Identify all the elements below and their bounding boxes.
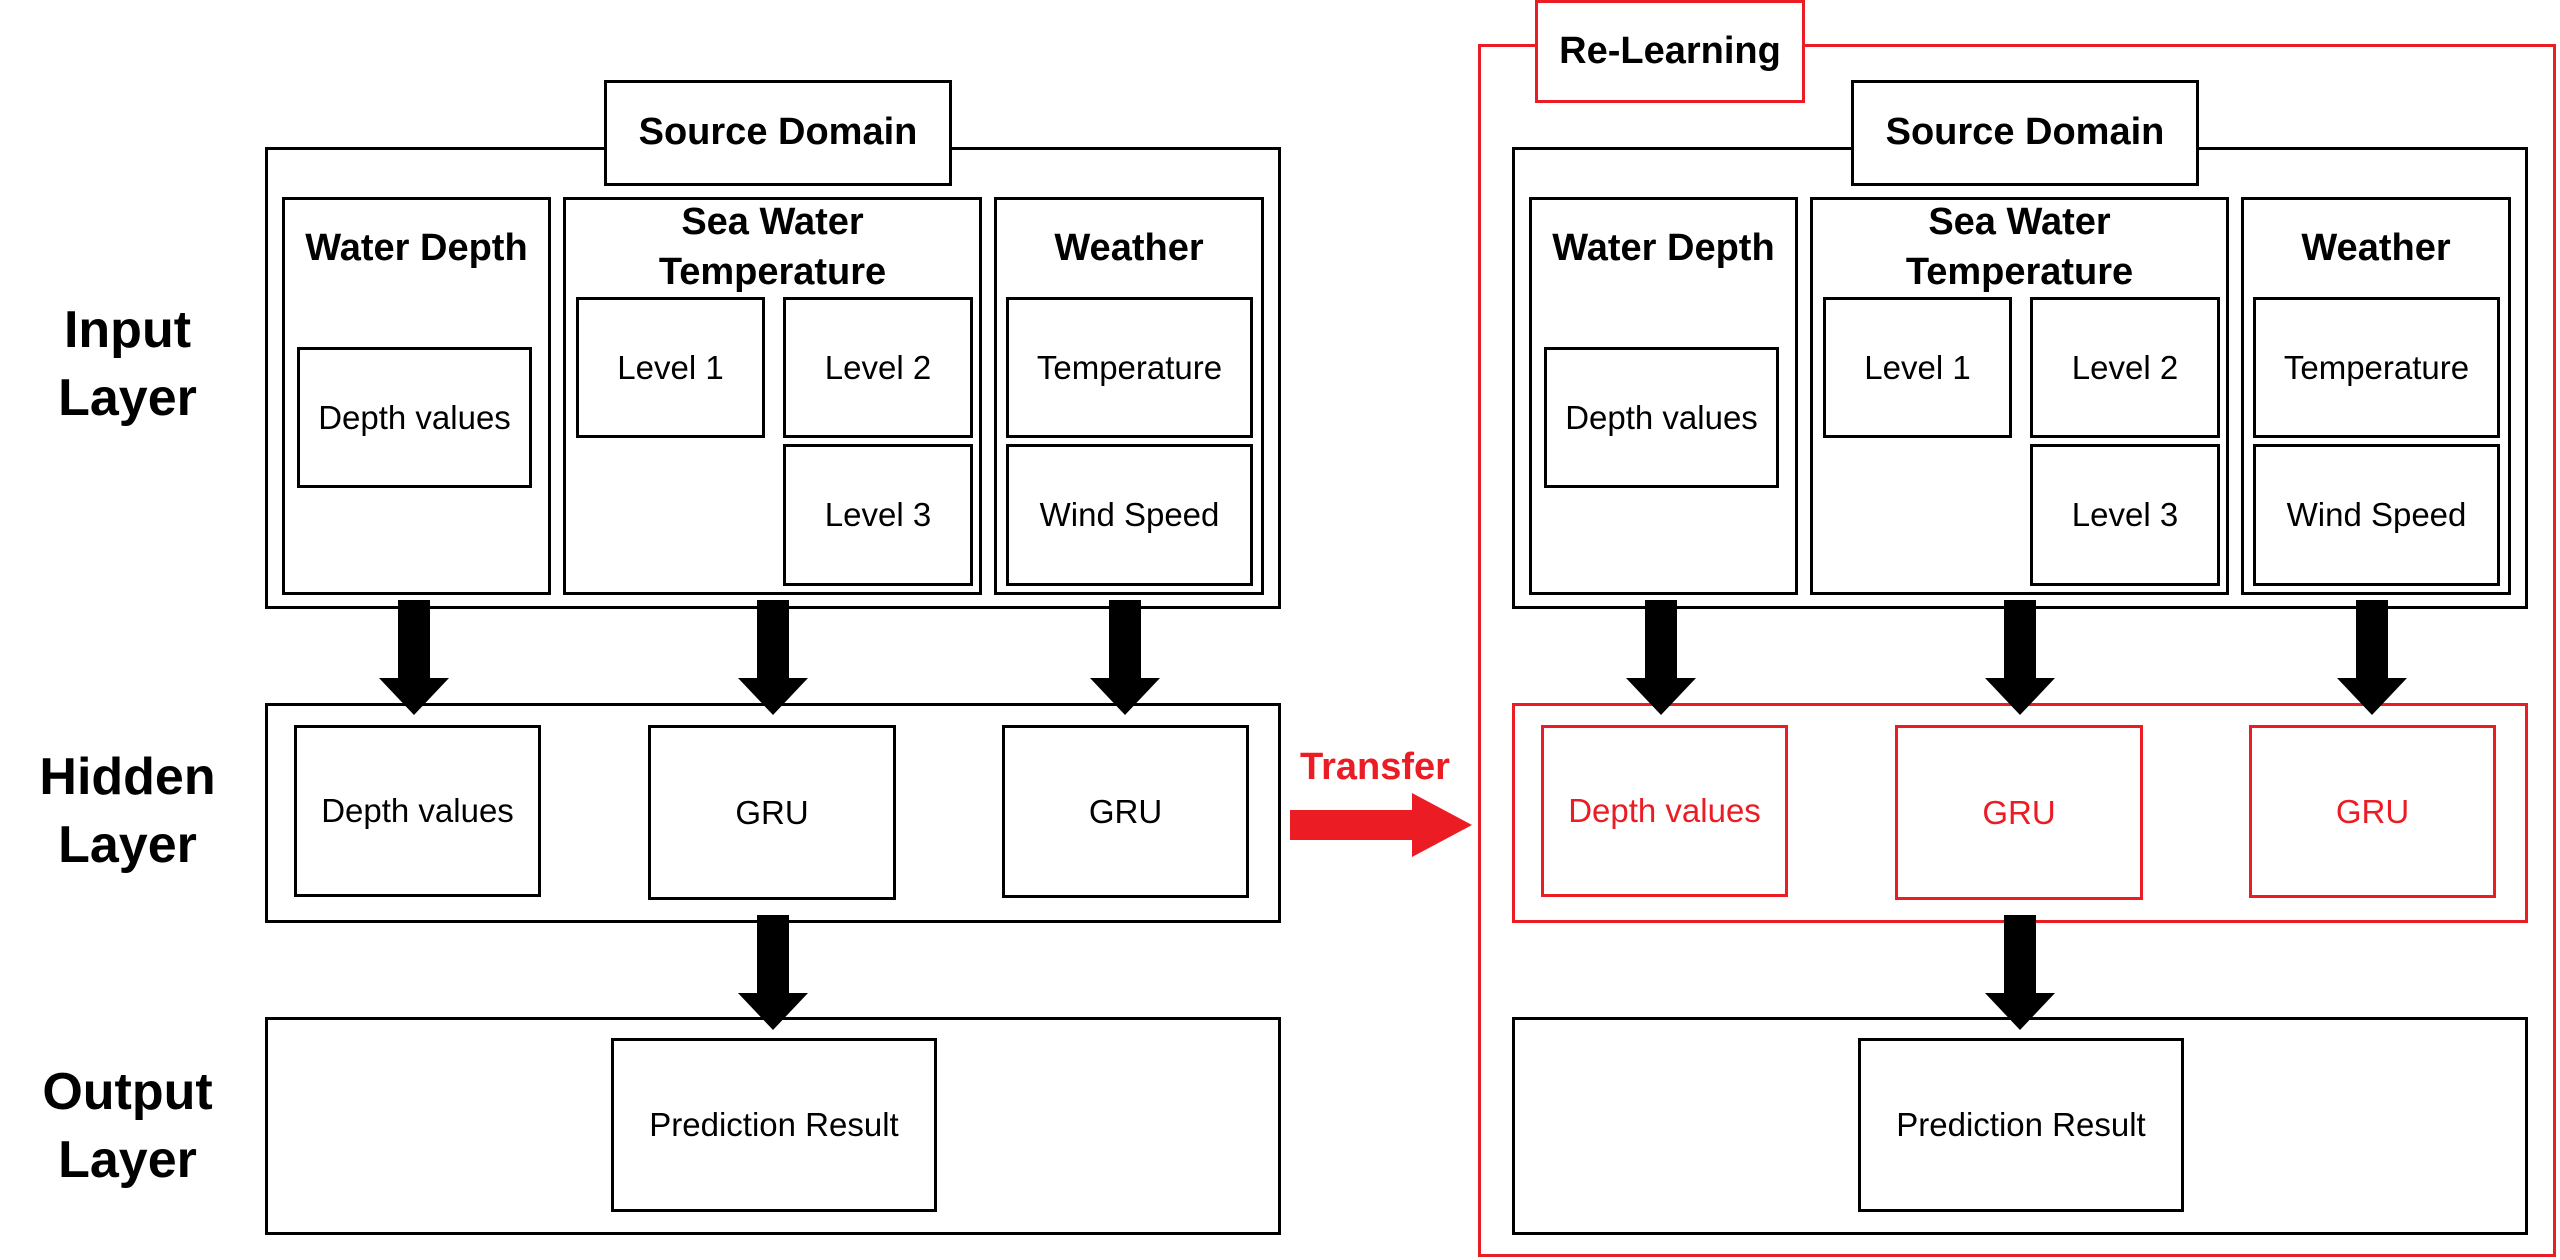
left-level-2: Level 2 — [783, 297, 973, 438]
left-hidden-gru-1: GRU — [648, 725, 896, 900]
right-weather-title: Weather — [2301, 227, 2451, 269]
left-hidden-depth-values: Depth values — [294, 725, 541, 897]
left-level-3: Level 3 — [783, 444, 973, 586]
right-hidden-gru-1: GRU — [1895, 725, 2143, 900]
arrow-left-hidden-to-output — [738, 915, 808, 1030]
right-water-depth-title: Water Depth — [1552, 227, 1775, 269]
left-sea-water-temperature-title: Sea Water Temperature — [658, 201, 887, 293]
input-layer-label: Input Layer — [58, 301, 197, 427]
right-temperature: Temperature — [2253, 297, 2500, 438]
left-temperature: Temperature — [1006, 297, 1253, 438]
left-weather-title: Weather — [1054, 227, 1204, 269]
transfer-arrow — [1290, 793, 1472, 857]
right-hidden-depth-values: Depth values — [1541, 725, 1788, 897]
arrow-left-water-depth-to-hidden — [379, 600, 449, 715]
right-prediction-result: Prediction Result — [1858, 1038, 2184, 1212]
left-hidden-gru-2: GRU — [1002, 725, 1249, 898]
left-wind-speed: Wind Speed — [1006, 444, 1253, 586]
arrow-left-weather-to-hidden — [1090, 600, 1160, 715]
arrow-left-sea-temp-to-hidden — [738, 600, 808, 715]
left-weather-group — [994, 197, 1264, 595]
left-water-depth-title: Water Depth — [305, 227, 528, 269]
relearning-tab: Re-Learning — [1535, 0, 1805, 103]
right-weather-group — [2241, 197, 2511, 595]
right-source-domain-tab: Source Domain — [1851, 80, 2199, 186]
left-water-depth-group — [282, 197, 551, 595]
right-sea-water-temperature-group — [1810, 197, 2229, 595]
transfer-label: Transfer — [1300, 746, 1450, 788]
right-sea-water-temperature-title: Sea Water Temperature — [1905, 201, 2134, 293]
hidden-layer-label: Hidden Layer — [39, 748, 216, 874]
right-water-depth-group — [1529, 197, 1798, 595]
right-depth-values-input: Depth values — [1544, 347, 1779, 488]
left-depth-values-input: Depth values — [297, 347, 532, 488]
right-level-2: Level 2 — [2030, 297, 2220, 438]
right-hidden-gru-2: GRU — [2249, 725, 2496, 898]
left-source-domain-tab: Source Domain — [604, 80, 952, 186]
left-level-1: Level 1 — [576, 297, 765, 438]
right-level-3: Level 3 — [2030, 444, 2220, 586]
relearning-frame — [1478, 44, 2556, 1257]
left-prediction-result: Prediction Result — [611, 1038, 937, 1212]
output-layer-label: Output Layer — [42, 1063, 213, 1189]
right-wind-speed: Wind Speed — [2253, 444, 2500, 586]
left-sea-water-temperature-group — [563, 197, 982, 595]
right-level-1: Level 1 — [1823, 297, 2012, 438]
